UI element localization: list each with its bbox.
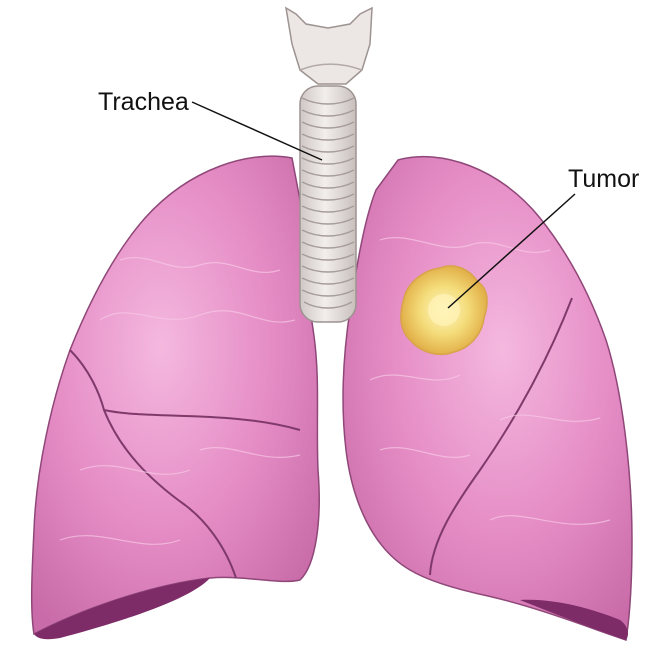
tumor-leader-line bbox=[447, 193, 576, 309]
left-lung-base bbox=[34, 578, 210, 640]
right-lung bbox=[342, 155, 633, 641]
left-lung bbox=[30, 155, 320, 640]
tumor-label: Tumor bbox=[568, 165, 639, 193]
trachea-tube bbox=[299, 85, 357, 323]
left-lung-fissure-2 bbox=[103, 409, 237, 579]
trachea-rings bbox=[301, 97, 355, 309]
trachea-leader-line bbox=[191, 101, 323, 161]
left-lung-fissure-1 bbox=[69, 349, 301, 431]
left-lung-body bbox=[30, 155, 320, 636]
right-lung-fissure bbox=[429, 297, 573, 576]
tumor-icon bbox=[400, 265, 488, 356]
right-lung-body bbox=[342, 155, 633, 641]
trachea-label: Trachea bbox=[98, 88, 189, 116]
larynx bbox=[284, 6, 373, 85]
trachea-icon bbox=[284, 6, 373, 323]
right-lung-base bbox=[520, 599, 628, 640]
